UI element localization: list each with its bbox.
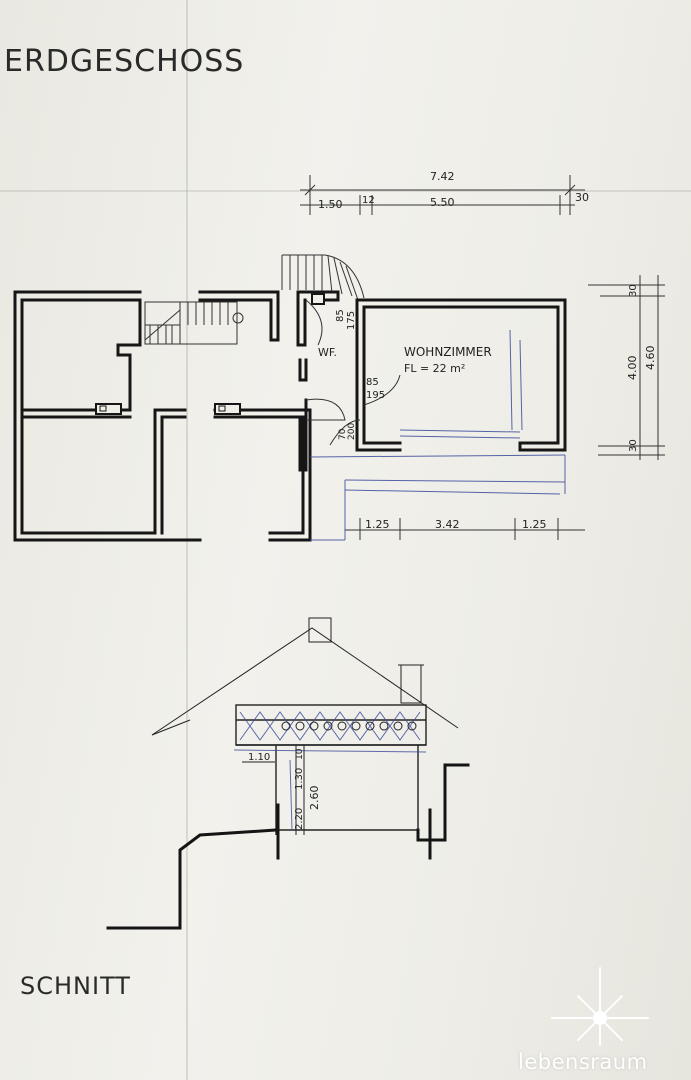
- section-extension: [235, 704, 427, 835]
- chimney-inner: [99, 405, 226, 412]
- living-room-area: FL = 22 m²: [404, 362, 465, 375]
- section-dim-a: 1.10: [248, 752, 270, 763]
- dim-top-d: 30: [575, 191, 589, 204]
- top-dimension-lines: [300, 175, 585, 215]
- brand-star-icon: [551, 967, 649, 1046]
- door3-height: 200: [347, 423, 357, 440]
- section-title: SCHNITT: [20, 972, 131, 1000]
- door1-width: 85: [335, 309, 346, 322]
- dim-bottom-c: 1.25: [522, 518, 547, 531]
- dim-right-total: 4.60: [644, 346, 657, 371]
- dim-bottom-b: 3.42: [435, 518, 460, 531]
- door2-height: 195: [366, 390, 385, 401]
- terrace-pencil-sketch: [309, 329, 566, 541]
- door2-width: 85: [366, 377, 379, 388]
- right-dimension-lines: [588, 275, 665, 460]
- dim-top-b: 12: [362, 195, 375, 206]
- section-pencil-truss: [233, 711, 427, 831]
- section-dim-d: 2.20: [294, 808, 305, 830]
- section-rafters: [281, 721, 417, 731]
- chimney-symbols: [95, 293, 325, 415]
- dim-top-c: 5.50: [430, 196, 455, 209]
- inner-stairs: [144, 301, 244, 345]
- living-room-name: WOHNZIMMER: [404, 345, 492, 359]
- section-dimension-lines: [242, 745, 305, 835]
- outer-stairs: [281, 254, 365, 301]
- dim-top-a: 1.50: [318, 198, 343, 211]
- brand-watermark: lebensraum: [518, 1050, 648, 1074]
- house-walls: [13, 290, 567, 542]
- door-swings: [305, 299, 401, 446]
- dim-total-width: 7.42: [430, 170, 455, 183]
- door1-height: 175: [346, 311, 357, 330]
- door3-width: 70: [338, 428, 348, 440]
- dim-bottom-a: 1.25: [365, 518, 390, 531]
- paper-fold-horizontal: [0, 190, 691, 192]
- dim-right-top: 30: [628, 284, 639, 297]
- section-roof: [151, 617, 459, 736]
- section-dim-e: 10: [295, 748, 305, 760]
- bottom-dimension-lines: [345, 518, 585, 540]
- section-dim-b: 1.30: [294, 768, 305, 790]
- floor-title: ERDGESCHOSS: [4, 44, 245, 79]
- section-dim-c: 2.60: [308, 786, 321, 811]
- wf-label: WF.: [318, 346, 337, 359]
- dim-right-bottom: 30: [628, 439, 639, 452]
- dim-right-mid: 4.00: [626, 356, 639, 381]
- section-ground: [106, 763, 470, 930]
